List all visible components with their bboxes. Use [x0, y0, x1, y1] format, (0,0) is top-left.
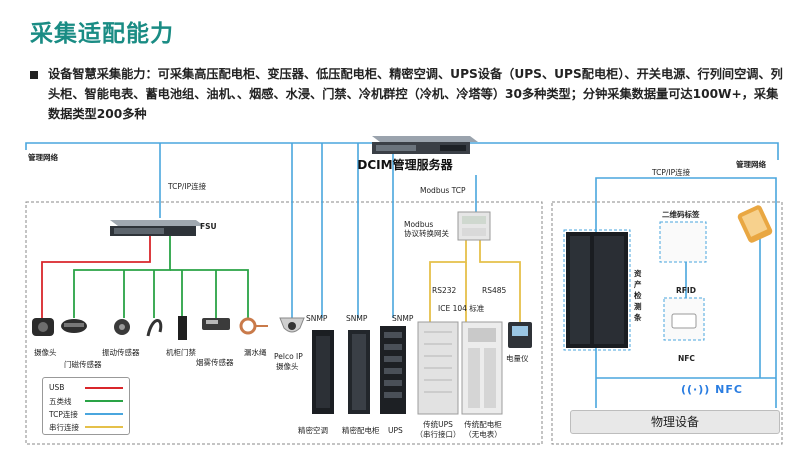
cable-icon — [146, 319, 163, 337]
legend-label: 五类线 — [49, 397, 72, 406]
qr-tag-box — [659, 221, 707, 263]
tcp-right-label: TCP/IP连接 — [652, 168, 691, 177]
asset-strip-label: 资产检测条 — [634, 269, 642, 322]
usb-lines — [41, 236, 151, 318]
smoke-sensor-icon — [202, 318, 230, 330]
legend-item-cat5: 五类线 — [43, 395, 129, 406]
nfc-badge: ((·)) NFC — [681, 383, 743, 396]
dcim-server-icon — [372, 136, 478, 154]
legend-label: TCP连接 — [49, 410, 78, 419]
left-dashed-group — [25, 201, 543, 445]
sensor-label-door: 门磁传感器 — [64, 360, 102, 369]
asset-rack-icon — [563, 229, 631, 351]
page-title: 采集适配能力 — [30, 21, 174, 47]
ups-rack-icon — [380, 326, 406, 414]
modbus-tcp-label: Modbus TCP — [420, 186, 466, 195]
vibration-sensor-icon — [114, 319, 130, 335]
fsu-icon — [110, 220, 204, 236]
mgmt-network-left-label: 管理网络 — [28, 153, 58, 162]
traditional-ups-icon — [417, 321, 459, 415]
bullet-icon — [30, 71, 38, 79]
nfc-tag-box — [663, 297, 705, 341]
device-label-ups: UPS — [388, 426, 403, 435]
device-label-trad-ups: 传统UPS — [423, 420, 453, 429]
legend-item-tcp: TCP连接 — [43, 408, 129, 419]
device-label-trad-pdu: 传统配电柜 — [464, 420, 502, 429]
phone-icon — [737, 205, 773, 243]
cat5-lines — [73, 236, 249, 318]
device-label-ac: 精密空调 — [298, 426, 328, 435]
serial-lines — [429, 240, 521, 322]
description-text: 设备智慧采集能力：可采集高压配电柜、变压器、低压配电柜、精密空调、UPS设备（U… — [48, 67, 783, 121]
snmp-label: SNMP — [306, 314, 328, 323]
precision-pdu-icon — [348, 330, 370, 414]
legend-swatch — [85, 413, 123, 415]
device-label-meter: 电量仪 — [506, 354, 529, 363]
physical-device-box: 物理设备 — [570, 410, 780, 434]
precision-ac-icon — [312, 330, 334, 414]
traditional-pdu-icon — [461, 321, 503, 415]
legend-label: USB — [49, 383, 65, 392]
water-leak-icon — [239, 317, 268, 335]
legend-swatch — [85, 400, 123, 402]
tcp-left-label: TCP/IP连接 — [168, 182, 207, 191]
rfid-label: RFID — [676, 286, 696, 295]
device-label-trad-ups-sub: （串行接口） — [415, 430, 461, 439]
door-sensor-icon — [61, 319, 87, 333]
legend-swatch — [85, 426, 123, 428]
tcp-lines — [25, 142, 779, 379]
legend: USB 五类线 TCP连接 串行连接 — [42, 377, 130, 435]
mgmt-network-right-label: 管理网络 — [736, 160, 766, 169]
device-label-trad-pdu-sub: （无电表） — [464, 430, 502, 439]
fsu-label: FSU — [200, 222, 217, 231]
nfc-card-icon — [671, 313, 697, 329]
snmp-label: SNMP — [346, 314, 368, 323]
sensor-label-vibration: 振动传感器 — [102, 348, 140, 357]
legend-swatch — [85, 387, 123, 389]
qr-tag-label: 二维码标签 — [662, 210, 700, 219]
pelco-label-2: 摄像头 — [276, 362, 299, 371]
snmp-label: SNMP — [392, 314, 414, 323]
sensor-label-smoke: 烟雾传感器 — [196, 358, 234, 367]
sensor-label-cabinet-door: 机柜门禁 — [166, 348, 196, 357]
sensor-label-camera: 摄像头 — [34, 348, 57, 357]
nfc-label: NFC — [678, 354, 695, 363]
rs485-label: RS485 — [482, 286, 507, 295]
gateway-label: Modbus 协议转换网关 — [404, 220, 449, 238]
pelco-camera-icon — [279, 317, 305, 333]
device-label-pdu: 精密配电柜 — [342, 426, 380, 435]
right-dashed-group — [551, 201, 783, 445]
power-meter-icon — [508, 322, 532, 348]
modbus-gateway-icon — [457, 211, 491, 241]
sensor-label-water: 漏水绳 — [244, 348, 267, 357]
cabinet-door-icon — [178, 316, 187, 340]
camera-icon — [32, 318, 54, 336]
rs232-label: RS232 — [432, 286, 457, 295]
legend-item-serial: 串行连接 — [43, 421, 129, 432]
ice104-label: ICE 104 标准 — [438, 304, 485, 313]
pelco-label-1: Pelco IP — [274, 352, 303, 361]
legend-label: 串行连接 — [49, 423, 79, 432]
legend-item-usb: USB — [43, 382, 129, 393]
dcim-server-label: DCIM管理服务器 — [357, 158, 453, 172]
